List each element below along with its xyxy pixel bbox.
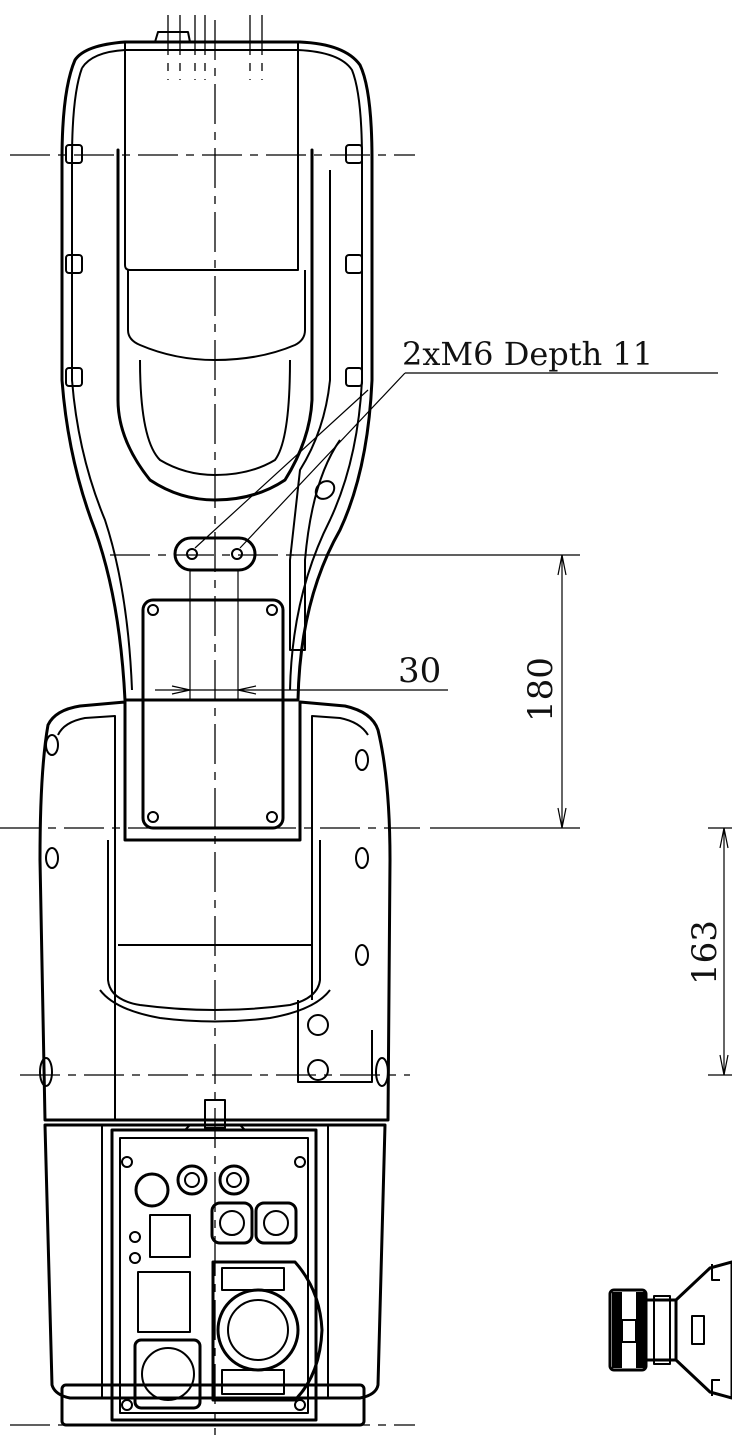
dimension-163: 163 bbox=[685, 920, 725, 985]
dimension-lines bbox=[155, 372, 732, 1076]
dimension-180: 180 bbox=[521, 657, 561, 722]
dimension-30: 30 bbox=[398, 651, 441, 691]
holes-annotation: 2xM6 Depth 11 bbox=[402, 335, 653, 373]
elbow-housing bbox=[38, 598, 392, 1122]
side-connector-view bbox=[608, 1260, 732, 1400]
upper-arm bbox=[60, 31, 374, 702]
base-panel bbox=[43, 1099, 387, 1427]
